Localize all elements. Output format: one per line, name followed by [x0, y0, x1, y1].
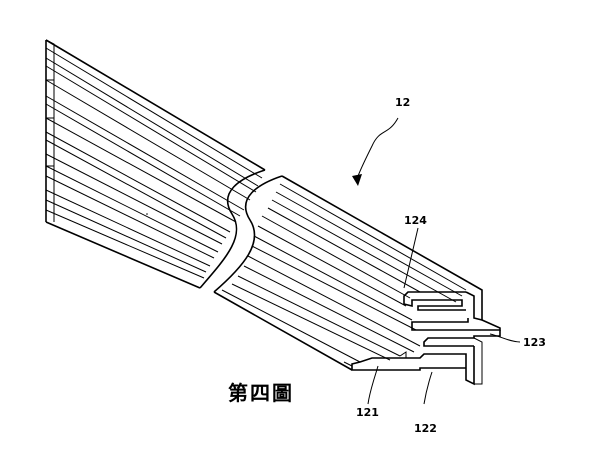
extrusion-near-section [214, 176, 500, 384]
label-122: 122 [414, 422, 437, 435]
label-121: 121 [356, 406, 379, 419]
label-12: 12 [395, 96, 410, 109]
label-123: 123 [523, 336, 546, 349]
speck [146, 213, 148, 215]
figure-caption: 第四圖 [228, 381, 294, 405]
extrusion-far-section [46, 40, 265, 288]
label-124: 124 [404, 214, 427, 227]
arrowhead-icon [352, 174, 362, 186]
leader-lines [352, 118, 520, 404]
